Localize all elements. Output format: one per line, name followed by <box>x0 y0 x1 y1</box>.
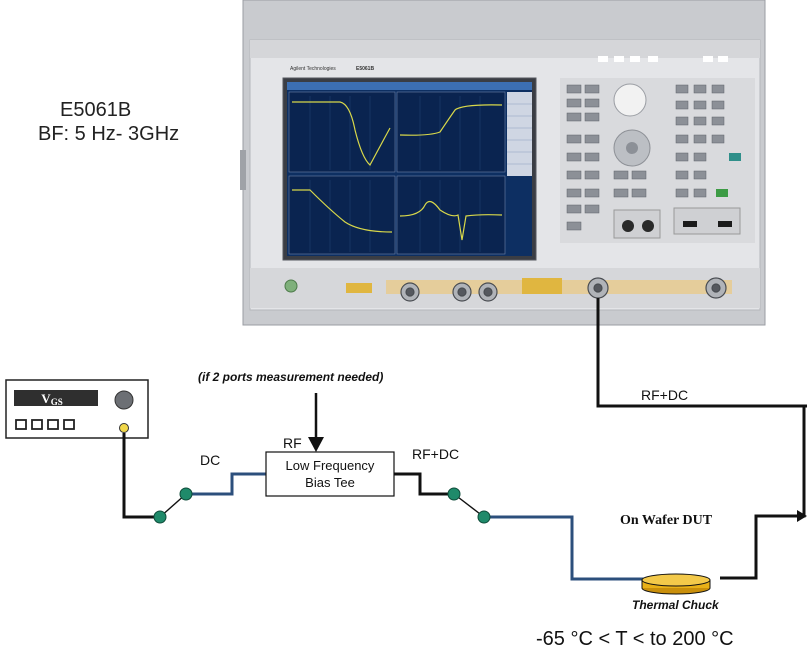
front-panel-keys <box>560 78 755 243</box>
right-arrowhead <box>797 510 807 522</box>
trace-1 <box>292 101 391 166</box>
bias-tee-line-1: Low Frequency <box>285 458 375 473</box>
cable-port-rfdc <box>596 298 807 408</box>
dut-label: On Wafer DUT <box>620 513 713 528</box>
switch-node-1a <box>153 510 167 524</box>
source-knob <box>114 390 134 410</box>
rotary-knob <box>613 83 647 117</box>
brand-text: Agilent Technologies <box>290 66 336 72</box>
cable-dc-biastee <box>186 472 266 496</box>
dc-label: DC <box>200 452 221 468</box>
source-buttons <box>15 419 75 430</box>
power-led-icon <box>284 279 298 293</box>
switch-nodes <box>153 487 491 524</box>
rfdc-left-label: RF+DC <box>412 446 460 462</box>
bias-tee-box <box>265 451 395 497</box>
vgs-voltage-source: VGS <box>5 379 149 439</box>
thermal-chuck-label: Thermal Chuck <box>632 598 719 612</box>
front-connectors <box>400 277 727 302</box>
analyzer-screen <box>282 77 537 261</box>
bias-tee-line-2: Bias Tee <box>305 475 355 490</box>
rfdc-right-label: RF+DC <box>641 387 689 403</box>
two-port-note: (if 2 ports measurement needed) <box>198 370 384 384</box>
cable-biastee-rfdc <box>394 472 454 496</box>
thermal-chuck <box>641 573 711 595</box>
temperature-range-label: -65 °C < T < to 200 °C <box>536 628 734 650</box>
cable-to-dut <box>484 515 650 581</box>
network-analyzer: Agilent Technologies E5061B <box>240 0 766 326</box>
switch-node-2b <box>477 510 491 524</box>
cables <box>122 298 807 581</box>
rf-label: RF <box>283 435 302 451</box>
trace-4 <box>399 200 503 241</box>
rf-arrowhead <box>308 437 324 452</box>
status-indicators <box>598 56 728 62</box>
instrument-model-title: E5061B <box>60 99 132 121</box>
switch-node-1b <box>179 487 193 501</box>
bias-tee-label: Low Frequency Bias Tee <box>266 457 394 491</box>
cable-source-dc <box>122 433 160 519</box>
switch-node-2a <box>447 487 461 501</box>
panel-model-text: E5061B <box>356 66 374 72</box>
instrument-range-title: BF: 5 Hz- 3GHz <box>38 123 180 145</box>
trace-2 <box>399 104 503 136</box>
source-output-terminal <box>119 423 129 433</box>
trace-3 <box>292 189 393 233</box>
cable-dut-return <box>720 406 806 580</box>
